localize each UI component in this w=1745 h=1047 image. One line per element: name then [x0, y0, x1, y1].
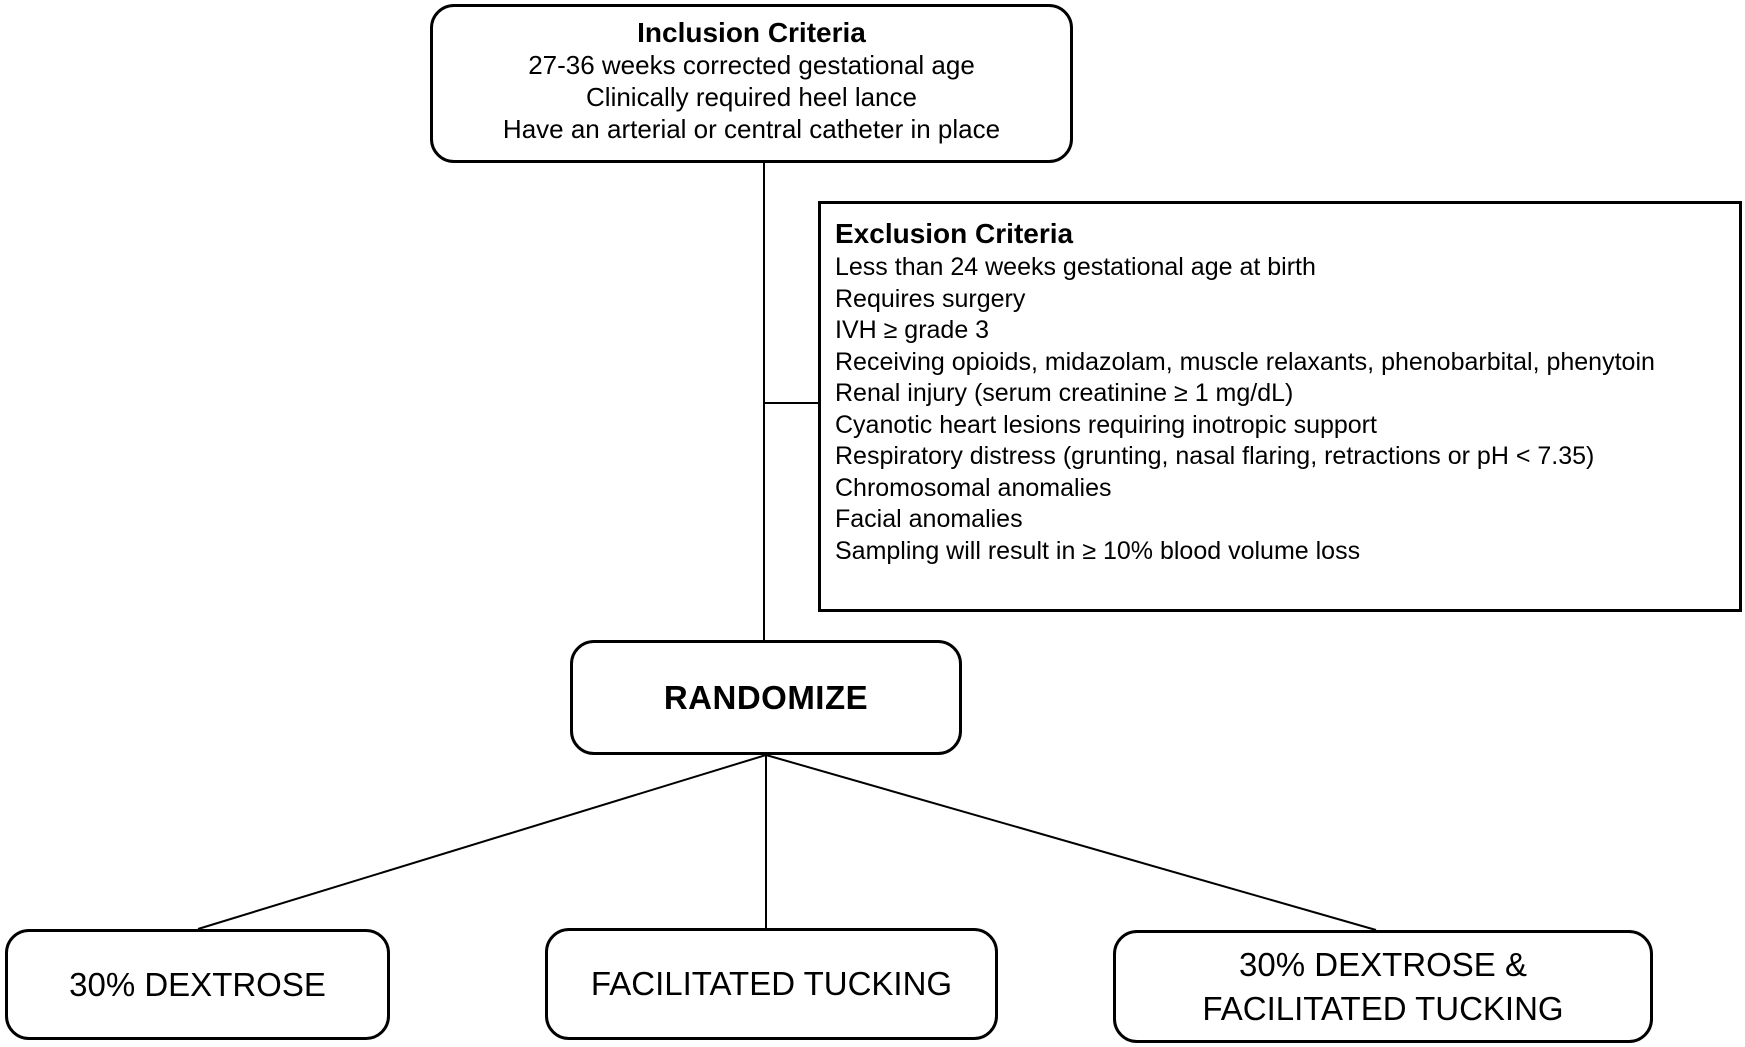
- randomize-box: RANDOMIZE: [570, 640, 962, 755]
- exclusion-item: Requires surgery: [835, 284, 1026, 313]
- arm-label-dextrose-and-facilitated-tucking: 30% DEXTROSE & FACILITATED TUCKING: [1202, 945, 1564, 1027]
- exclusion-item: Less than 24 weeks gestational age at bi…: [835, 253, 1316, 281]
- randomize-label: RANDOMIZE: [663, 678, 869, 716]
- exclusion-item: Cyanotic heart lesions requiring inotrop…: [835, 410, 1377, 439]
- inclusion-item: Have an arterial or central catheter in …: [502, 114, 1001, 144]
- inclusion-item: 27-36 weeks corrected gestational age: [528, 50, 975, 80]
- arm-box-facilitated-tucking: FACILITATED TUCKING: [545, 928, 998, 1040]
- arm-box-dextrose-and-facilitated-tucking: 30% DEXTROSE & FACILITATED TUCKING: [1113, 930, 1653, 1043]
- exclusion-item: Receiving opioids, midazolam, muscle rel…: [835, 347, 1655, 376]
- exclusion-item: Renal injury (serum creatinine ≥ 1 mg/dL…: [835, 379, 1294, 407]
- inclusion-criteria-box: Inclusion Criteria 27-36 weeks corrected…: [430, 4, 1073, 163]
- exclusion-criteria-box: Exclusion Criteria Less than 24 weeks ge…: [818, 201, 1742, 612]
- exclusion-criteria-title: Exclusion Criteria: [835, 218, 1074, 249]
- exclusion-item: Chromosomal anomalies: [835, 473, 1112, 502]
- arm-label-dextrose: 30% DEXTROSE: [69, 965, 326, 1003]
- exclusion-item: IVH ≥ grade 3: [835, 316, 990, 344]
- connector-randomize-to-arm3: [765, 754, 1377, 931]
- exclusion-item: Sampling will result in ≥ 10% blood volu…: [835, 536, 1361, 565]
- connector-randomize-to-arm1: [197, 754, 767, 930]
- arm-label-facilitated-tucking: FACILITATED TUCKING: [590, 965, 953, 1002]
- inclusion-item: Clinically required heel lance: [586, 82, 917, 112]
- inclusion-criteria-title: Inclusion Criteria: [637, 17, 866, 48]
- exclusion-item: Facial anomalies: [835, 505, 1023, 533]
- exclusion-item: Respiratory distress (grunting, nasal fl…: [835, 442, 1595, 470]
- arm-box-dextrose: 30% DEXTROSE: [5, 929, 390, 1040]
